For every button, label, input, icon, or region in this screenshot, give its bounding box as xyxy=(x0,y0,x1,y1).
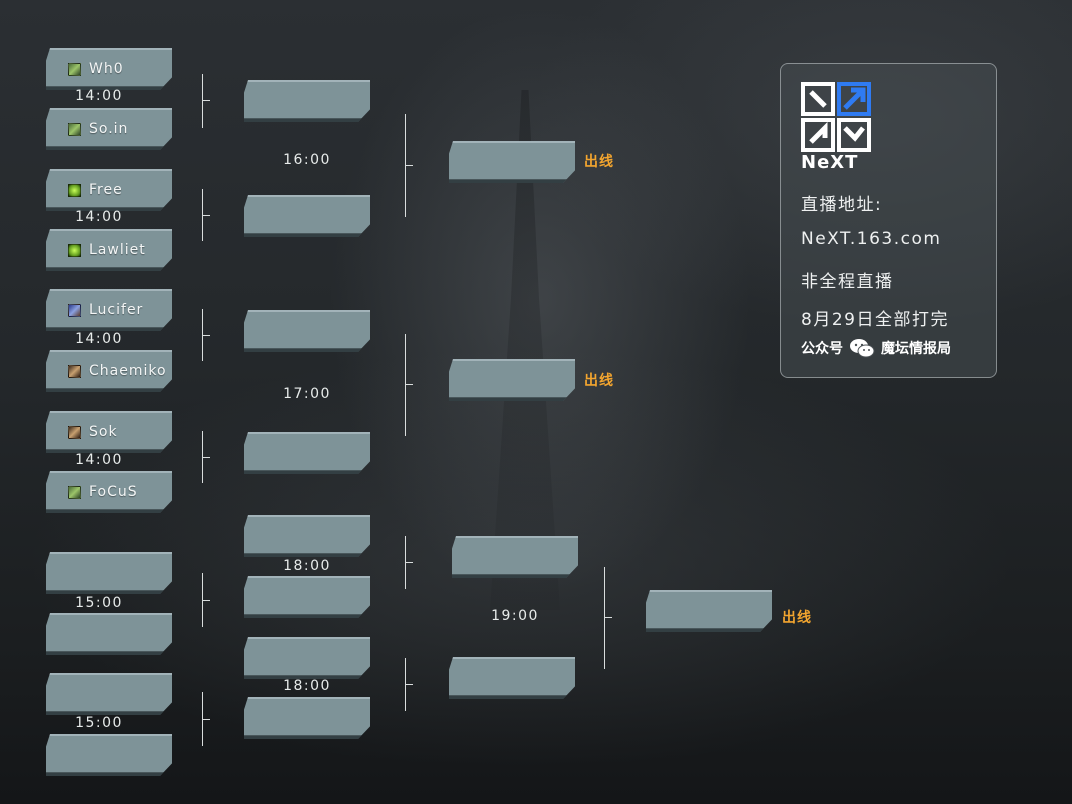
wechat-icon xyxy=(850,339,875,358)
match-time: 14:00 xyxy=(75,331,123,347)
r3-slot[interactable] xyxy=(449,657,575,699)
r1-m4-p2-slot[interactable]: FoCuS xyxy=(46,471,172,513)
bracket-tick xyxy=(202,457,210,458)
match-time: 17:00 xyxy=(283,386,331,402)
player-name: Lawliet xyxy=(89,242,146,258)
r1-m3-p1-slot[interactable]: Lucifer xyxy=(46,289,172,331)
r2-slot[interactable] xyxy=(244,432,370,474)
match-time: 19:00 xyxy=(491,608,539,624)
orc-icon xyxy=(68,365,81,378)
player-name: Sok xyxy=(89,424,118,440)
bracket-tick xyxy=(202,215,210,216)
r2-slot[interactable] xyxy=(244,310,370,352)
stream-label: 直播地址: xyxy=(801,195,883,215)
wechat-prefix: 公众号 xyxy=(801,341,843,357)
bracket-tick xyxy=(202,600,210,601)
r3-slot[interactable] xyxy=(449,359,575,401)
bracket-tick xyxy=(202,719,210,720)
partial-broadcast-note: 非全程直播 xyxy=(801,272,894,292)
player-name: FoCuS xyxy=(89,484,138,500)
match-time: 14:00 xyxy=(75,88,123,104)
match-time: 15:00 xyxy=(75,715,123,731)
r3-slot[interactable] xyxy=(452,536,578,578)
r1-m4-p1-slot[interactable]: Sok xyxy=(46,411,172,453)
bracket-tick xyxy=(202,335,210,336)
human-icon xyxy=(68,63,81,76)
human-icon xyxy=(68,486,81,499)
bracket-line xyxy=(604,567,605,669)
match-time: 16:00 xyxy=(283,152,331,168)
bracket-tick xyxy=(202,100,210,101)
bracket-tick xyxy=(405,384,413,385)
logo-text: NeXT xyxy=(801,152,859,173)
r1-m1-p2-slot[interactable]: So.in xyxy=(46,108,172,150)
match-time: 18:00 xyxy=(283,558,331,574)
final-slot[interactable] xyxy=(646,590,772,632)
r2-slot[interactable] xyxy=(244,697,370,739)
qualify-label: 出线 xyxy=(584,154,614,170)
player-name: So.in xyxy=(89,121,129,137)
player-name: Chaemiko xyxy=(89,363,167,379)
bracket-tick xyxy=(405,562,413,563)
undead-icon xyxy=(68,304,81,317)
nightelf-icon xyxy=(68,244,81,257)
match-time: 14:00 xyxy=(75,209,123,225)
r2-slot[interactable] xyxy=(244,80,370,122)
bracket-tick xyxy=(405,165,413,166)
wechat-name: 魔坛情报局 xyxy=(881,341,951,357)
r3-slot[interactable] xyxy=(449,141,575,183)
match-time: 15:00 xyxy=(75,595,123,611)
r1-m5-p1-slot[interactable] xyxy=(46,552,172,594)
wechat-account: 公众号 魔坛情报局 xyxy=(801,338,951,358)
human-icon xyxy=(68,123,81,136)
bracket-line xyxy=(405,334,406,436)
player-name: Free xyxy=(89,182,123,198)
qualify-label: 出线 xyxy=(782,610,812,626)
info-panel: NeXT 直播地址: NeXT.163.com 非全程直播 8月29日全部打完 … xyxy=(780,63,997,378)
r1-m2-p1-slot[interactable]: Free xyxy=(46,169,172,211)
r2-slot[interactable] xyxy=(244,195,370,237)
stream-url[interactable]: NeXT.163.com xyxy=(801,229,942,249)
schedule-note: 8月29日全部打完 xyxy=(801,310,949,330)
r2-slot[interactable] xyxy=(244,515,370,557)
bracket-tick xyxy=(405,684,413,685)
player-name: Wh0 xyxy=(89,61,124,77)
r2-slot[interactable] xyxy=(244,576,370,618)
r1-m6-p2-slot[interactable] xyxy=(46,734,172,776)
qualify-label: 出线 xyxy=(584,373,614,389)
r2-slot[interactable] xyxy=(244,637,370,679)
match-time: 18:00 xyxy=(283,678,331,694)
next-logo-icon xyxy=(801,82,871,152)
orc-icon xyxy=(68,426,81,439)
next-logo: NeXT xyxy=(801,82,871,173)
match-time: 14:00 xyxy=(75,452,123,468)
bracket-line xyxy=(202,74,203,128)
r1-m1-p1-slot[interactable]: Wh0 xyxy=(46,48,172,90)
r1-m5-p2-slot[interactable] xyxy=(46,613,172,655)
r1-m3-p2-slot[interactable]: Chaemiko xyxy=(46,350,172,392)
nightelf-icon xyxy=(68,184,81,197)
r1-m2-p2-slot[interactable]: Lawliet xyxy=(46,229,172,271)
bracket-tick xyxy=(604,617,612,618)
r1-m6-p1-slot[interactable] xyxy=(46,673,172,715)
player-name: Lucifer xyxy=(89,302,144,318)
